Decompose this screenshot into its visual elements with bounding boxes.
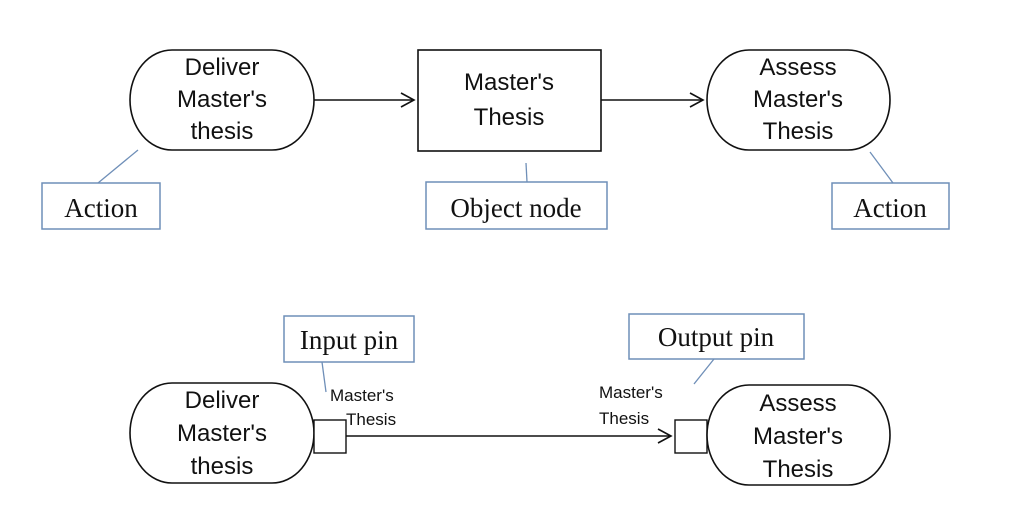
output-pin [313, 419, 347, 454]
annotation-right-action: Action [831, 151, 950, 230]
bottom-assess-action: Assess Master's Thesis [706, 384, 891, 486]
top-deliver-line-3: thesis [191, 118, 254, 145]
output-pin-label-line-2: Thesis [346, 410, 396, 429]
annotation-object-node: Object node [425, 162, 608, 230]
top-object-line-1: Master's [464, 69, 554, 96]
bottom-assess-action-shape [706, 384, 891, 486]
bottom-assess-line-1: Assess [759, 390, 836, 417]
output-pin-label-line-1: Master's [330, 386, 394, 405]
annotation-output-pin-label: Output pin [658, 322, 775, 352]
annotation-input-pin: Input pin [283, 315, 415, 393]
top-object-node-shape [417, 49, 602, 152]
top-assess-action-shape [706, 49, 891, 151]
top-flow-deliver-to-object [314, 92, 416, 108]
top-assess-action: Assess Master's Thesis [706, 49, 891, 151]
bottom-deliver-line-2: Master's [177, 420, 267, 447]
bottom-object-flow [346, 428, 673, 444]
annotation-right-action-label: Action [853, 193, 927, 223]
annotation-input-pin-label: Input pin [300, 325, 399, 355]
bottom-deliver-action: Deliver Master's thesis [129, 382, 315, 484]
top-object-node: Master's Thesis [417, 49, 602, 152]
input-pin-label-line-1: Master's [599, 383, 663, 402]
bottom-deliver-action-shape [129, 382, 315, 484]
bottom-assess-line-3: Thesis [763, 456, 834, 483]
top-deliver-line-2: Master's [177, 86, 267, 113]
input-pin-label-line-2: Thesis [599, 409, 649, 428]
top-assess-line-3: Thesis [763, 118, 834, 145]
top-deliver-action: Deliver Master's thesis [129, 49, 315, 151]
top-deliver-line-1: Deliver [185, 54, 260, 81]
bottom-deliver-line-3: thesis [191, 453, 254, 480]
top-deliver-action-shape [129, 49, 315, 151]
top-flow-object-to-assess [601, 92, 705, 108]
top-assess-line-2: Master's [753, 86, 843, 113]
annotation-left-action: Action [41, 149, 161, 230]
top-object-line-2: Thesis [474, 104, 545, 131]
bottom-assess-line-2: Master's [753, 423, 843, 450]
bottom-deliver-line-1: Deliver [185, 387, 260, 414]
input-pin [674, 419, 708, 454]
annotation-left-action-label: Action [64, 193, 138, 223]
annotation-output-pin: Output pin [628, 313, 805, 385]
top-assess-line-1: Assess [759, 54, 836, 81]
annotation-object-node-label: Object node [450, 193, 581, 223]
